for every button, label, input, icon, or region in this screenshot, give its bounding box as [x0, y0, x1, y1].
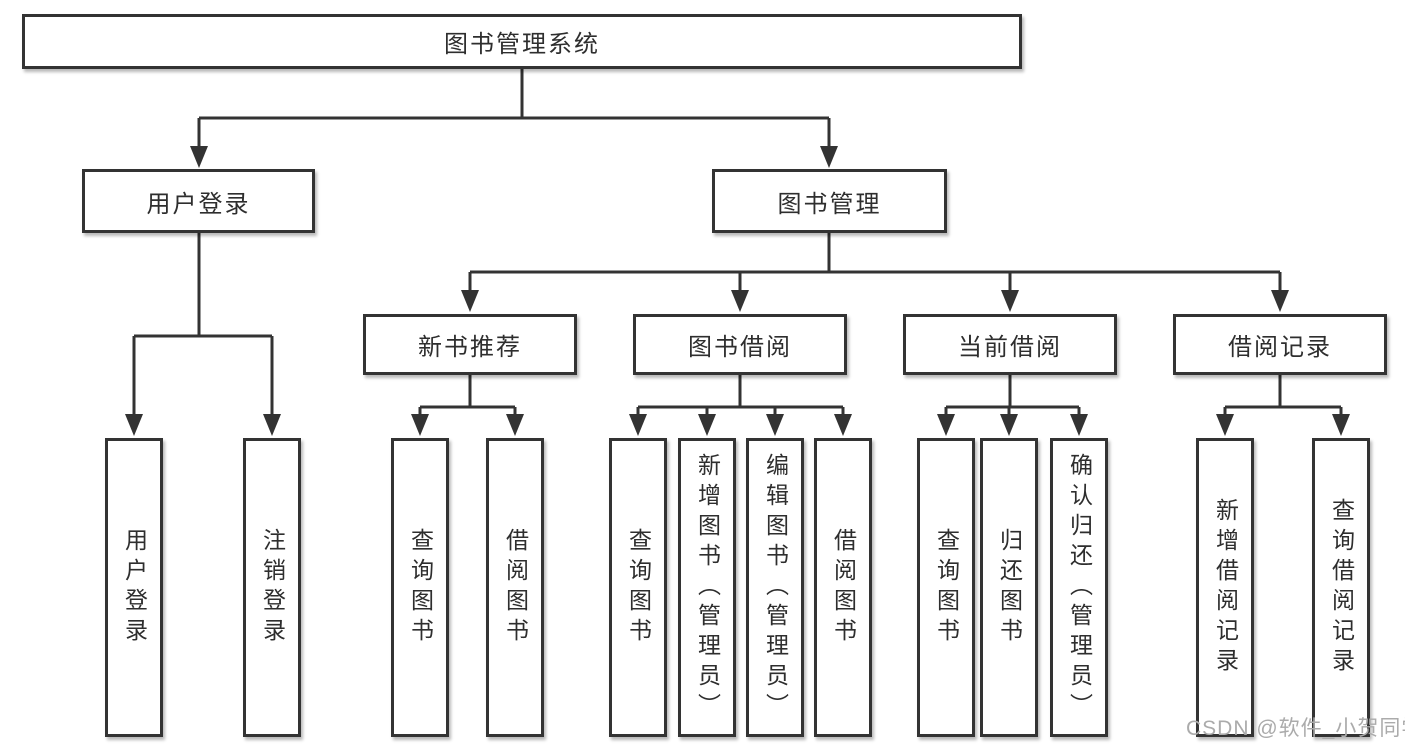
- leaf-borrow-edit-books-admin: 编辑图书（管理员）: [746, 438, 804, 737]
- leaf-borrow-query-books: 查询图书: [609, 438, 667, 737]
- leaf-newbook-borrow-books: 借阅图书: [486, 438, 544, 737]
- leaf-records-query-record: 查询借阅记录: [1312, 438, 1370, 737]
- leaf-user-login: 用户登录: [105, 438, 163, 737]
- leaf-newbook-query-books: 查询图书: [391, 438, 449, 737]
- leaf-borrow-borrow-books: 借阅图书: [814, 438, 872, 737]
- leaf-logout: 注销登录: [243, 438, 301, 737]
- leaf-borrow-add-books-admin: 新增图书（管理员）: [678, 438, 736, 737]
- node-new-book-recommend-label: 新书推荐: [418, 334, 522, 361]
- leaf-current-confirm-return-admin: 确认归还（管理员）: [1050, 438, 1108, 737]
- leaf-logout-label: 注销登录: [259, 527, 286, 648]
- node-book-borrow-label: 图书借阅: [688, 334, 792, 361]
- node-borrow-records: 借阅记录: [1173, 314, 1387, 375]
- leaf-records-add-record: 新增借阅记录: [1196, 438, 1254, 737]
- leaf-newbook-query-books-label: 查询图书: [407, 527, 434, 648]
- node-user-login: 用户登录: [82, 169, 315, 233]
- node-book-borrow: 图书借阅: [633, 314, 847, 375]
- csdn-watermark: CSDN @软件_小贺同学: [1186, 717, 1405, 740]
- leaf-borrow-borrow-books-label: 借阅图书: [830, 527, 857, 648]
- leaf-borrow-query-books-label: 查询图书: [625, 527, 652, 648]
- node-current-borrow-label: 当前借阅: [958, 334, 1062, 361]
- node-book-management-label: 图书管理: [777, 190, 882, 218]
- leaf-current-query-books-label: 查询图书: [933, 527, 960, 648]
- node-root-label: 图书管理系统: [444, 31, 600, 58]
- leaf-user-login-label: 用户登录: [121, 527, 148, 648]
- leaf-current-return-books: 归还图书: [980, 438, 1038, 737]
- node-new-book-recommend: 新书推荐: [363, 314, 577, 375]
- node-root: 图书管理系统: [22, 14, 1022, 69]
- leaf-records-query-record-label: 查询借阅记录: [1328, 497, 1355, 678]
- leaf-newbook-borrow-books-label: 借阅图书: [502, 527, 529, 648]
- leaf-current-query-books: 查询图书: [917, 438, 975, 737]
- node-user-login-label: 用户登录: [146, 190, 251, 218]
- leaf-borrow-edit-books-admin-label: 编辑图书（管理员）: [762, 452, 789, 723]
- node-current-borrow: 当前借阅: [903, 314, 1117, 375]
- leaf-current-return-books-label: 归还图书: [996, 527, 1023, 648]
- node-borrow-records-label: 借阅记录: [1228, 334, 1332, 361]
- leaf-records-add-record-label: 新增借阅记录: [1212, 497, 1239, 678]
- leaf-borrow-add-books-admin-label: 新增图书（管理员）: [694, 452, 721, 723]
- node-book-management: 图书管理: [712, 169, 947, 233]
- leaf-current-confirm-return-admin-label: 确认归还（管理员）: [1066, 452, 1093, 723]
